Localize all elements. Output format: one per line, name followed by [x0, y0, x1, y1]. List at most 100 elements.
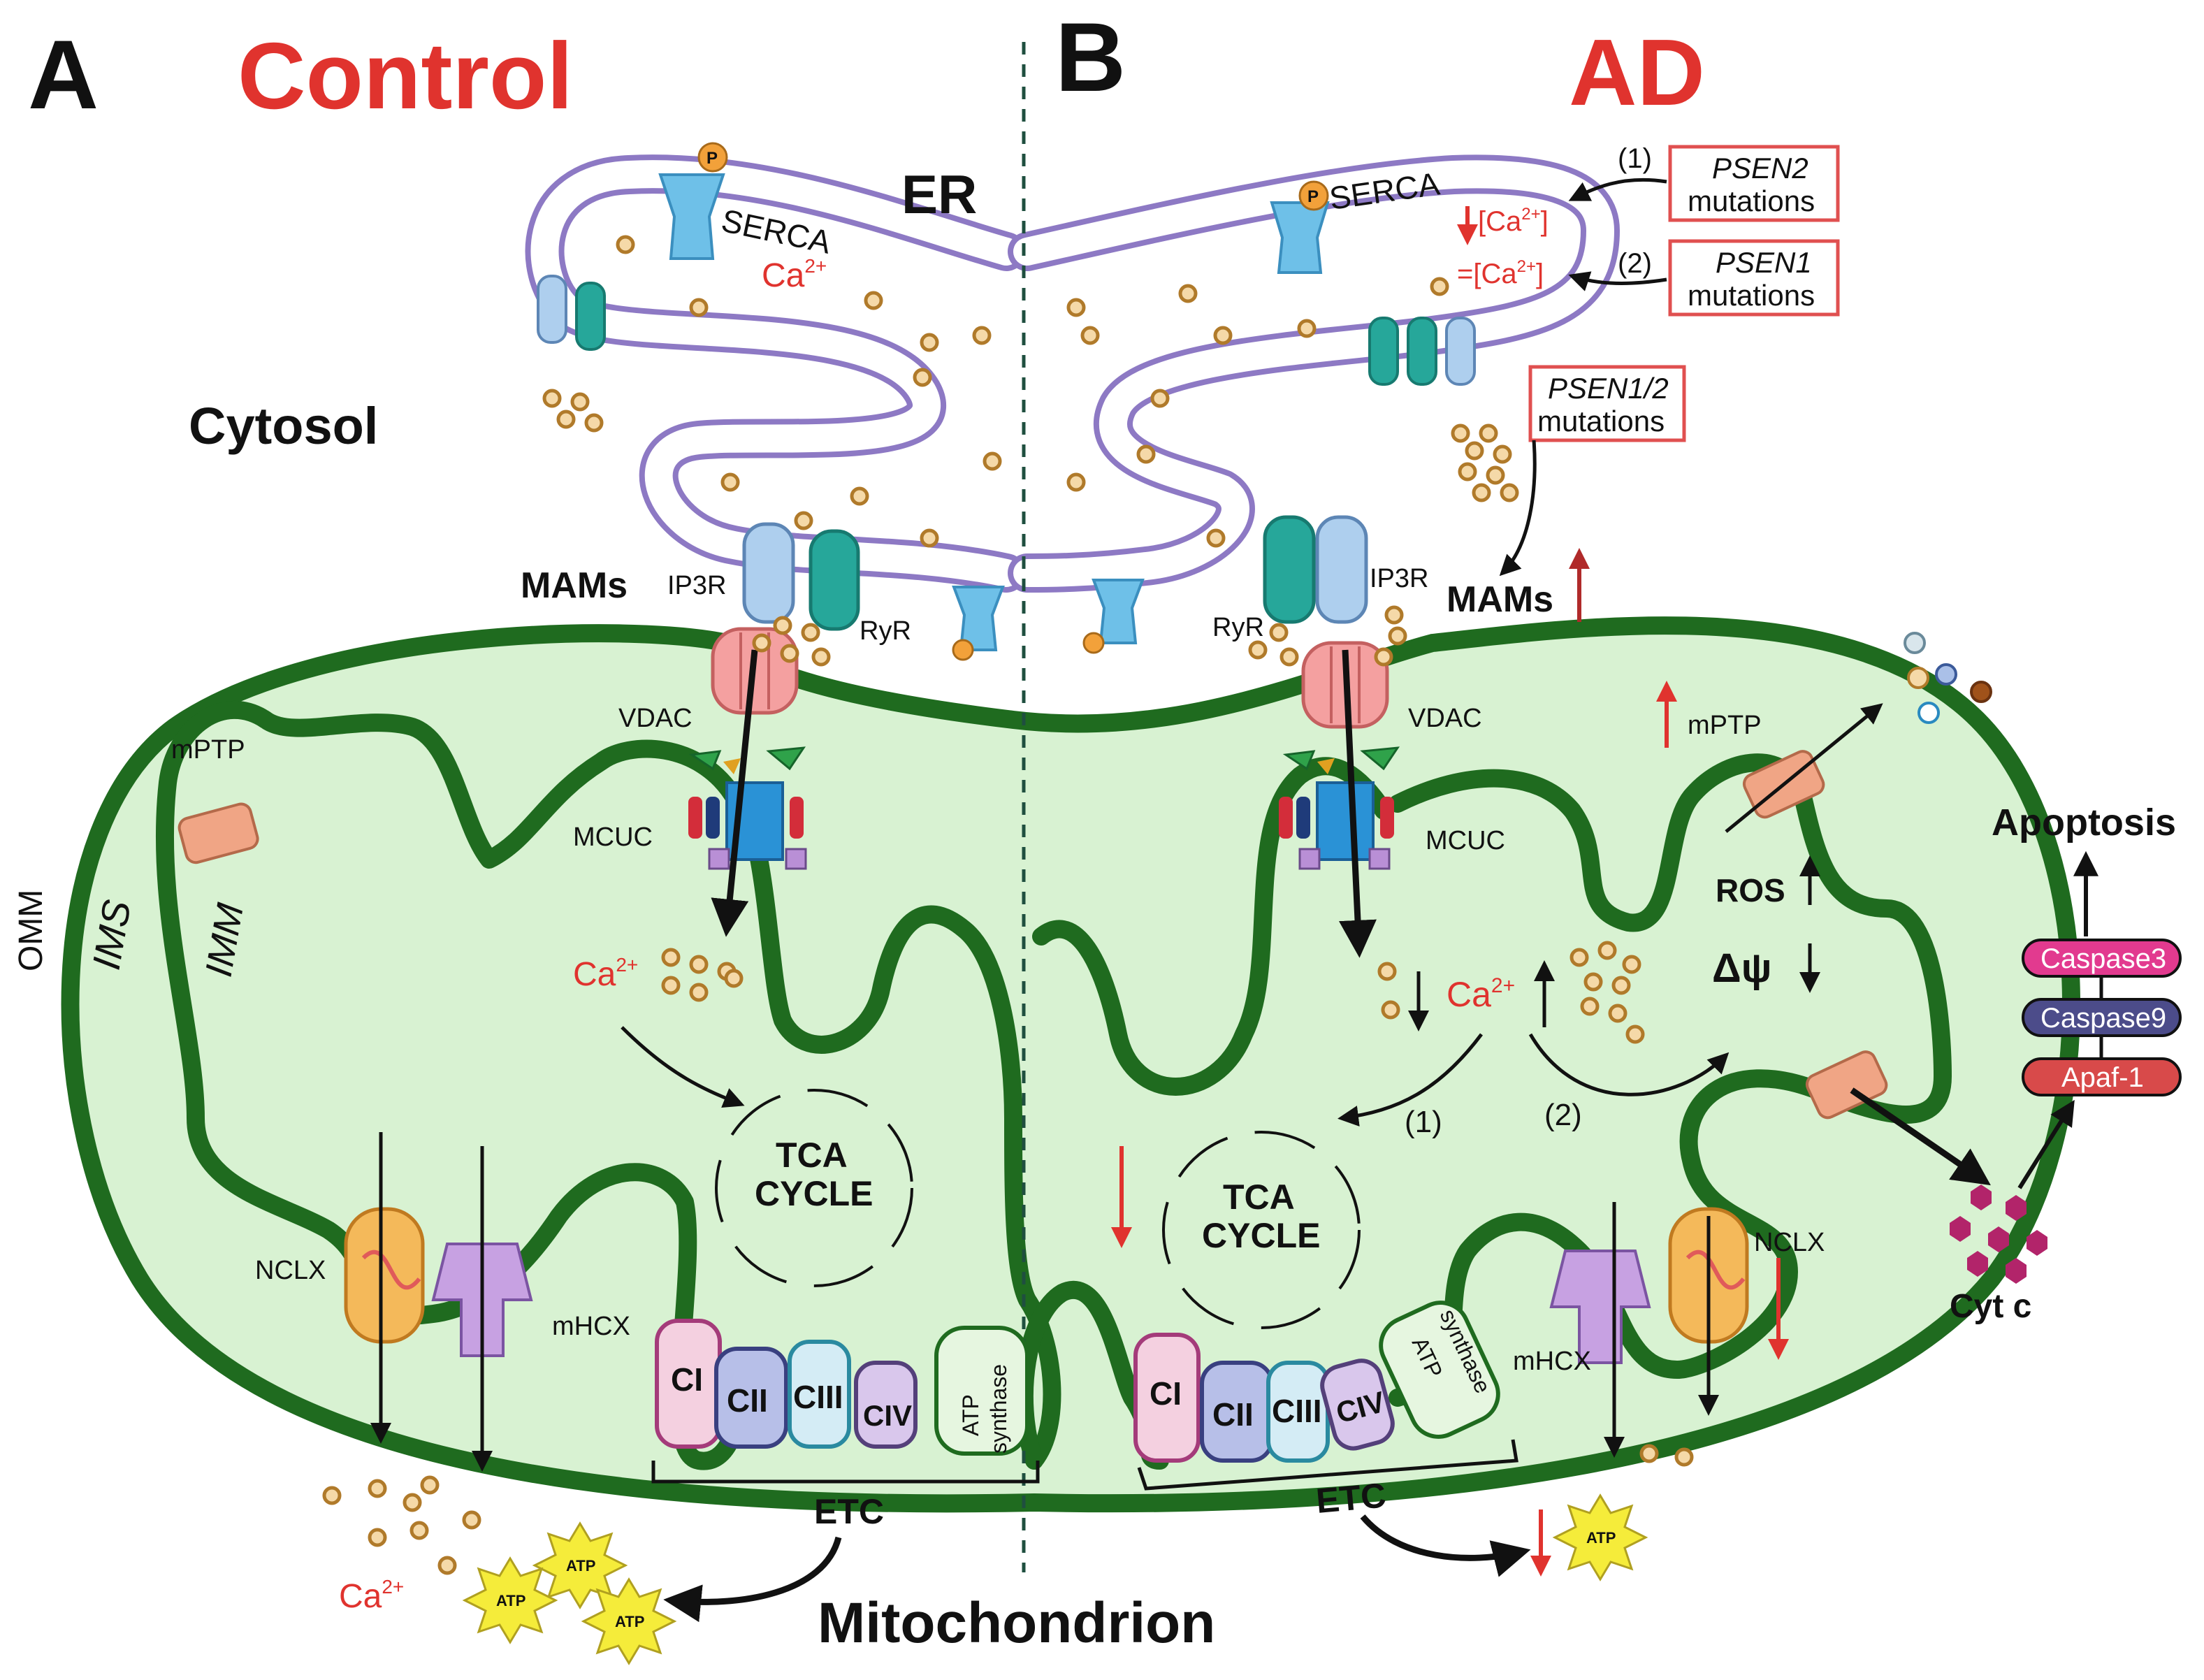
mams-label-control: MAMs — [521, 565, 628, 606]
svg-text:ATP: ATP — [566, 1557, 595, 1574]
cytc-to-apaf1-arrow — [2017, 1099, 2075, 1189]
atp-production-arrow-control — [663, 1536, 842, 1623]
psen1-arrow — [1568, 271, 1667, 291]
step-2-label: (2) — [1544, 1098, 1582, 1132]
ca-label-control-er: Ca2+ — [762, 255, 827, 294]
inner-membrane-control-right — [732, 788, 1061, 1470]
psen12-arrow — [1499, 440, 1537, 577]
ryr-control — [809, 529, 860, 631]
tca-cycle-control: TCA CYCLE — [715, 1089, 913, 1287]
vdac-label-ad: VDAC — [1408, 704, 1482, 733]
etc-bracket-control — [651, 1461, 1040, 1484]
etc-complexes-control: CI CII CIII CIV ATP synthase — [655, 1319, 1029, 1456]
atp-burst-ad: ATP — [1552, 1493, 1648, 1581]
psen1-step-label: (2) — [1618, 248, 1652, 279]
er-ca-decrease-label: [Ca2+] — [1478, 205, 1549, 237]
apaf1-box: Apaf-1 — [2022, 1057, 2182, 1096]
psen2-step-label: (1) — [1618, 143, 1652, 174]
svg-text:TCA: TCA — [1223, 1178, 1295, 1217]
etc-bracket-ad — [1137, 1439, 1518, 1491]
etc-complexes-ad: CI CII CIII CIV ATP synthase — [1133, 1301, 1500, 1463]
er-ca-equal-label: =[Ca2+] — [1457, 257, 1544, 289]
ip3r-control — [742, 522, 795, 624]
ca-label-control-out: Ca2+ — [339, 1576, 404, 1615]
svg-text:CII: CII — [1212, 1396, 1254, 1433]
ryr-label-control: RyR — [860, 616, 911, 646]
mptp-label-control: mPTP — [171, 735, 245, 765]
mcuc-label-control: MCUC — [573, 823, 653, 852]
cytosol-label: Cytosol — [189, 397, 378, 455]
psen2-arrow — [1568, 178, 1667, 201]
svg-text:CYCLE: CYCLE — [1202, 1216, 1320, 1255]
svg-text:ATP: ATP — [1586, 1529, 1616, 1547]
nclx-label-control: NCLX — [255, 1256, 326, 1285]
svg-text:Caspase3: Caspase3 — [2040, 943, 2166, 974]
mptp-label-ad: mPTP — [1688, 711, 1762, 740]
mcuc-label-ad: MCUC — [1426, 826, 1505, 855]
ryr-label-ad: RyR — [1212, 613, 1264, 642]
omm-label: OMM — [13, 890, 50, 971]
serca-pump-control: P — [658, 142, 728, 260]
psen12-mutation-box: PSEN1/2 mutations — [1528, 365, 1686, 442]
svg-text:CIII: CIII — [793, 1379, 843, 1415]
mhcx-label-control: mHCX — [552, 1312, 630, 1341]
cytc-molecules — [1950, 1185, 2047, 1284]
svg-text:ATP: ATP — [615, 1613, 644, 1630]
cytc-label: Cyt c — [1950, 1288, 2031, 1325]
svg-text:mutations: mutations — [1688, 184, 1815, 217]
svg-text:PSEN1/2: PSEN1/2 — [1548, 372, 1669, 405]
mptp-ad-lower — [1805, 1050, 1888, 1120]
serca-pump-ad: P — [1270, 180, 1330, 274]
mams-label-ad: MAMs — [1447, 579, 1553, 620]
svg-text:synthase: synthase — [986, 1364, 1011, 1454]
caspase3-box: Caspase3 — [2022, 939, 2182, 978]
ca-to-tca-arrow-ad — [1337, 1033, 1483, 1127]
svg-text:CI: CI — [1150, 1375, 1182, 1412]
psen1-mutation-box: PSEN1 mutations — [1668, 239, 1840, 317]
apoptosis-label: Apoptosis — [1992, 802, 2176, 843]
mhcx-label-ad: mHCX — [1513, 1347, 1591, 1376]
ca-influx-arrow-ad — [1339, 649, 1377, 958]
mcuc-ad — [1279, 746, 1400, 870]
ip3r-ad — [1315, 515, 1368, 624]
psen2-mutation-box: PSEN2 mutations — [1668, 145, 1840, 222]
svg-text:P: P — [1307, 187, 1319, 206]
serca-pump-control-lower — [952, 586, 1005, 661]
svg-text:P: P — [706, 149, 718, 168]
svg-text:mutations: mutations — [1688, 279, 1815, 312]
vdac-label-control: VDAC — [618, 704, 693, 733]
ca-influx-arrow-control — [711, 649, 758, 937]
svg-text:ATP: ATP — [958, 1394, 983, 1436]
svg-text:CIV: CIV — [863, 1399, 912, 1432]
ros-label: ROS — [1716, 872, 1785, 908]
phosphate-icon — [697, 142, 728, 173]
etc-label-ad: ETC — [1314, 1475, 1388, 1521]
ca-to-ros-arrow-ad — [1528, 1033, 1730, 1096]
ryr-ad — [1263, 515, 1316, 624]
ip3r-label-control: IP3R — [667, 571, 726, 600]
er-label: ER — [901, 164, 977, 225]
nclx-control — [344, 1207, 425, 1344]
caspase9-box: Caspase9 — [2022, 998, 2182, 1037]
ca-label-ad-matrix: Ca2+ — [1447, 974, 1515, 1014]
svg-text:CI: CI — [671, 1361, 703, 1398]
er-channel-control — [537, 275, 606, 351]
etc-label-control: ETC — [814, 1492, 884, 1531]
mhcx-ad — [1549, 1250, 1651, 1364]
svg-text:CIII: CIII — [1272, 1393, 1322, 1429]
serca-pump-ad-lower — [1082, 579, 1145, 654]
cytc-release-arrow — [1850, 1087, 1991, 1186]
nclx-label-ad: NCLX — [1754, 1228, 1825, 1257]
ca-label-control-matrix: Ca2+ — [573, 954, 638, 993]
panel-a-title: Control — [238, 23, 573, 129]
svg-text:Apaf-1: Apaf-1 — [2061, 1062, 2144, 1093]
dpsi-label: Δψ — [1712, 946, 1771, 991]
tca-cycle-ad: TCA CYCLE — [1162, 1131, 1361, 1329]
svg-text:PSEN2: PSEN2 — [1712, 152, 1808, 184]
svg-text:ATP: ATP — [496, 1592, 525, 1609]
svg-text:CYCLE: CYCLE — [755, 1174, 873, 1213]
inner-membrane-control — [155, 700, 750, 1470]
released-ions — [1904, 632, 1992, 724]
svg-text:Caspase9: Caspase9 — [2040, 1003, 2166, 1034]
